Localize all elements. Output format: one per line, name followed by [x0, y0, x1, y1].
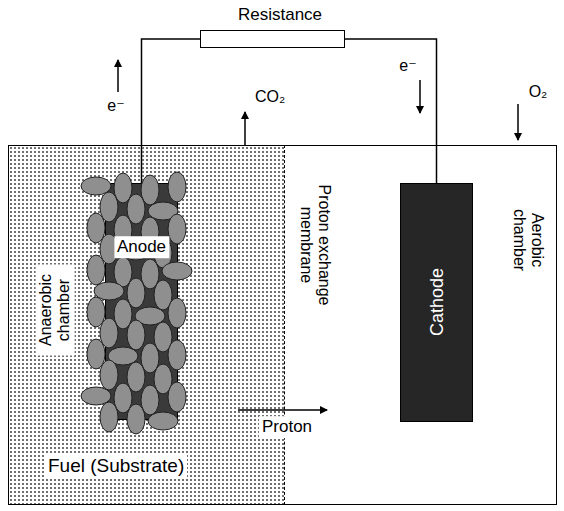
bacteria-layer: [88, 174, 198, 434]
gas-label: CO₂: [255, 88, 285, 106]
bacterium: [162, 262, 192, 280]
membrane-label: Proton exchange membrane: [297, 175, 334, 315]
electron-arrow: [117, 60, 119, 92]
chamber-label: Aerobic chamber: [510, 203, 547, 278]
proton-label: Proton: [259, 416, 315, 438]
resistor-symbol: Resistance: [200, 30, 345, 48]
electron-arrow: [419, 80, 421, 113]
gas-arrow: [244, 112, 246, 146]
anaerobic-chamber: Anaerobic chamberFuel (Substrate) Anode: [8, 145, 285, 505]
bacterium: [168, 214, 186, 244]
bacterium: [168, 340, 186, 370]
bacterium: [168, 172, 186, 202]
bacterium: [168, 298, 186, 328]
gas-arrow: [517, 104, 519, 140]
bacterium: [148, 412, 178, 430]
bacterium: [100, 360, 118, 390]
cathode-electrode: Cathode: [400, 183, 473, 422]
circuit-wire: [345, 39, 437, 183]
bacterium: [127, 404, 145, 434]
bacterium: [168, 382, 186, 412]
anode-electrode: Anode: [105, 183, 178, 420]
bacterium: [87, 255, 105, 285]
bacterium: [127, 320, 145, 350]
gas-label: O₂: [529, 83, 548, 101]
bacterium: [100, 402, 118, 432]
electron-label: e⁻: [107, 97, 124, 115]
chamber-label: Anaerobic chamber: [36, 265, 75, 356]
fuel-label: Fuel (Substrate): [45, 454, 187, 478]
cathode-label: Cathode: [426, 268, 447, 336]
anode-label: Anode: [114, 236, 169, 258]
electron-label: e⁻: [399, 57, 416, 75]
resistor-label: Resistance: [238, 5, 322, 25]
